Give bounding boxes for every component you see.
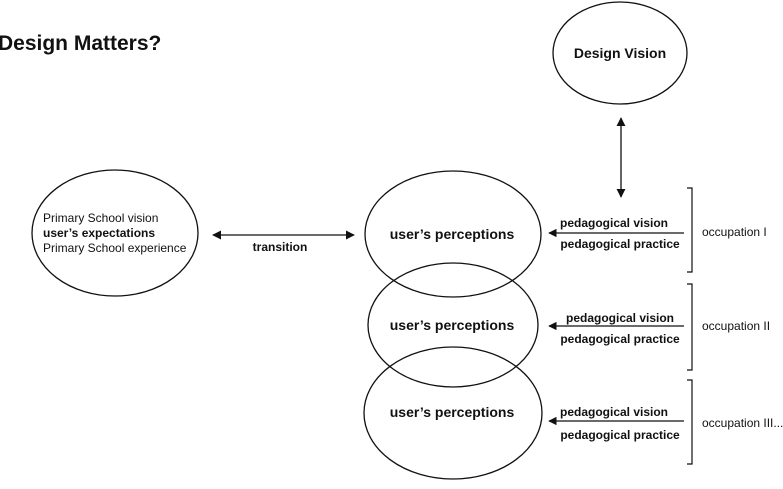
pedagogical-vision-3: pedagogical vision bbox=[560, 405, 668, 419]
bracket-2 bbox=[687, 283, 693, 371]
bracket-1 bbox=[687, 187, 693, 273]
perception-ellipse-2 bbox=[367, 262, 539, 388]
occupation-3: occupation III... bbox=[702, 416, 783, 430]
perception-label-3: user’s perceptions bbox=[390, 404, 515, 420]
page-title: Design Matters? bbox=[0, 32, 161, 55]
school-vision-text: Primary School vision bbox=[43, 211, 158, 225]
occupation-1: occupation I bbox=[702, 225, 767, 239]
pedagogical-vision-2: pedagogical vision bbox=[566, 311, 674, 325]
pedagogical-vision-1: pedagogical vision bbox=[560, 216, 668, 230]
pedagogical-practice-3: pedagogical practice bbox=[560, 428, 680, 442]
transition-label: transition bbox=[253, 240, 308, 254]
pedagogical-practice-1: pedagogical practice bbox=[560, 237, 680, 251]
perception-label-2: user’s perceptions bbox=[390, 317, 515, 333]
perception-ellipse-3 bbox=[363, 346, 543, 480]
pedagogical-practice-2: pedagogical practice bbox=[560, 332, 680, 346]
school-experience-text: Primary School experience bbox=[43, 241, 187, 255]
school-ellipse bbox=[31, 169, 199, 297]
school-expectations-text: user’s expectations bbox=[43, 226, 155, 240]
occupation-2: occupation II bbox=[702, 319, 770, 333]
design-vision-label: Design Vision bbox=[574, 45, 666, 61]
perception-label-1: user’s perceptions bbox=[390, 226, 515, 242]
perception-ellipse-1 bbox=[364, 170, 542, 298]
design-vision-ellipse bbox=[552, 1, 688, 105]
bracket-3 bbox=[687, 379, 693, 465]
